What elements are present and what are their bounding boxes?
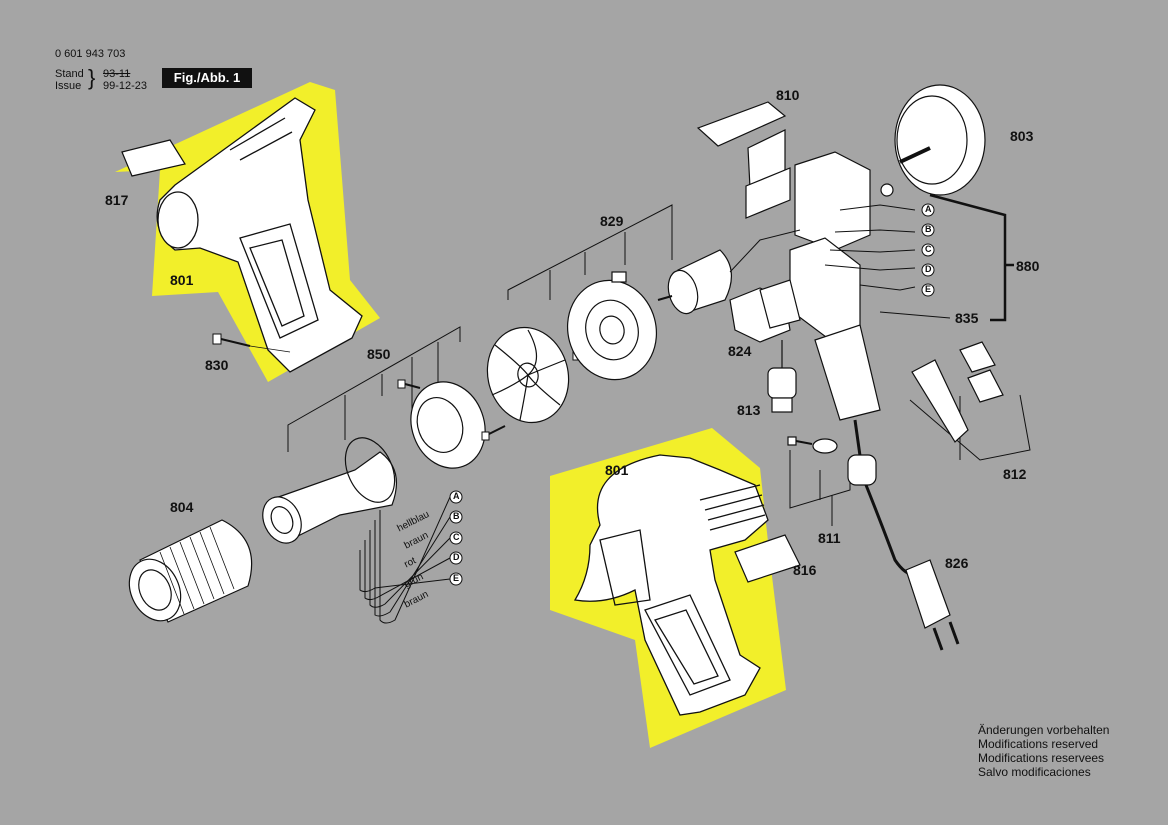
terminal-d-right: D	[925, 264, 932, 274]
issue-value: 99-12-23	[103, 80, 148, 92]
callout-810: 810	[776, 87, 800, 103]
motor	[657, 249, 732, 315]
housing-half-bottom	[573, 454, 769, 716]
label-card-817	[121, 139, 186, 177]
callout-804: 804	[170, 499, 194, 515]
part-number: 0 601 943 703	[55, 48, 126, 60]
bracket-812	[909, 394, 1031, 461]
terminal-markers-right	[921, 203, 935, 297]
terminal-b-right: B	[925, 224, 932, 234]
brush-holder-813	[767, 340, 797, 413]
brace: }	[88, 65, 96, 90]
footer-line-es: Salvo modificaciones	[978, 765, 1091, 779]
stand-label: Stand	[55, 68, 84, 80]
label-card-816	[734, 534, 801, 583]
terminal-d-left: D	[453, 552, 460, 562]
callout-826: 826	[945, 555, 969, 571]
wheel-803	[880, 84, 986, 197]
nozzle-804	[128, 519, 253, 623]
callout-824: 824	[728, 343, 752, 359]
callout-812: 812	[1003, 466, 1027, 482]
terminal-block-824	[729, 279, 801, 343]
callout-816: 816	[793, 562, 817, 578]
issue-label: Issue	[55, 80, 82, 92]
callout-830: 830	[205, 357, 229, 373]
terminal-c-left: C	[453, 532, 460, 542]
internal-wiring	[729, 204, 916, 291]
callout-813: 813	[737, 402, 761, 418]
fan-impeller	[486, 326, 570, 424]
callout-817: 817	[105, 192, 129, 208]
callout-829: 829	[600, 213, 624, 229]
bracket-880	[929, 193, 1007, 322]
parts-812	[911, 341, 1004, 443]
figure-label: Fig./Abb. 1	[162, 68, 252, 88]
callout-880: 880	[1016, 258, 1040, 274]
nozzle-ribs	[159, 526, 235, 615]
power-cable-826	[847, 419, 960, 651]
ring-holder	[410, 381, 486, 469]
terminal-e-right: E	[925, 284, 932, 294]
footer-notice: Änderungen vorbehalten Modifications res…	[978, 723, 1109, 779]
footer-line-fr: Modifications reservees	[978, 751, 1105, 765]
callout-801-top: 801	[170, 272, 194, 288]
housing-half-top	[156, 97, 363, 373]
terminal-a-left: A	[453, 491, 460, 501]
footer-line-en: Modifications reserved	[978, 737, 1099, 751]
wire-loops-left	[359, 496, 451, 624]
heating-element	[262, 437, 398, 544]
terminal-markers-left	[449, 490, 463, 586]
callout-801-bottom: 801	[605, 462, 629, 478]
strain-relief-811	[787, 436, 838, 454]
terminal-c-right: C	[925, 244, 932, 254]
switch-cap-810	[696, 101, 791, 219]
stand-value: 93-11	[103, 68, 131, 80]
screw-830	[212, 333, 291, 353]
footer-line-de: Änderungen vorbehalten	[978, 723, 1110, 737]
callout-850: 850	[367, 346, 391, 362]
callout-835: 835	[955, 310, 979, 326]
fan-housing	[566, 271, 658, 381]
bracket-829	[507, 204, 673, 300]
callout-803: 803	[1010, 128, 1034, 144]
callout-811: 811	[818, 530, 841, 546]
terminal-a-right: A	[925, 204, 932, 214]
leader-835	[879, 311, 951, 319]
terminal-b-left: B	[453, 511, 460, 521]
terminal-e-left: E	[453, 573, 460, 583]
